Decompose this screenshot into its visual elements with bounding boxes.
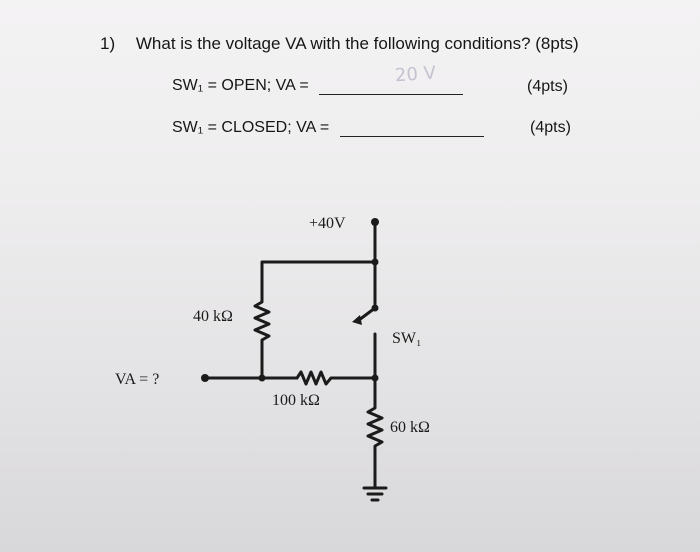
condition-closed-label: SW₁ = CLOSED; VA = [172,119,330,136]
condition-open-label: SW₁ = OPEN; VA = [172,77,309,94]
condition-row-closed: SW₁ = CLOSED; VA = [172,119,484,137]
junction-left [258,374,266,382]
resistor-40k [253,294,271,378]
answer-blank-open[interactable] [319,94,464,95]
junction-top [371,258,379,266]
question-number: 1) [100,34,116,53]
answer-blank-closed[interactable] [339,136,484,137]
resistor-100k [295,370,377,386]
r2-label: 100 kΩ [272,392,320,409]
points-open: (4pts) [527,78,568,95]
switch-label: SW₁ [392,330,422,347]
junction-right [371,374,379,382]
va-terminal [201,374,209,382]
switch-contact-top [371,304,379,312]
question-line: 1) What is the voltage VA with the follo… [100,34,579,54]
va-label: VA = ? [115,371,159,388]
resistor-60k [366,402,384,490]
r1-label: 40 kΩ [193,308,233,325]
switch-arrow [352,315,362,325]
points-closed: (4pts) [530,119,571,136]
supply-label: +40V [309,215,346,232]
r3-label: 60 kΩ [390,419,430,436]
supply-terminal [371,218,379,226]
top-rail-wire [260,260,377,298]
question-text: What is the voltage VA with the followin… [135,34,579,53]
condition-row-open: SW₁ = OPEN; VA = [172,77,464,95]
